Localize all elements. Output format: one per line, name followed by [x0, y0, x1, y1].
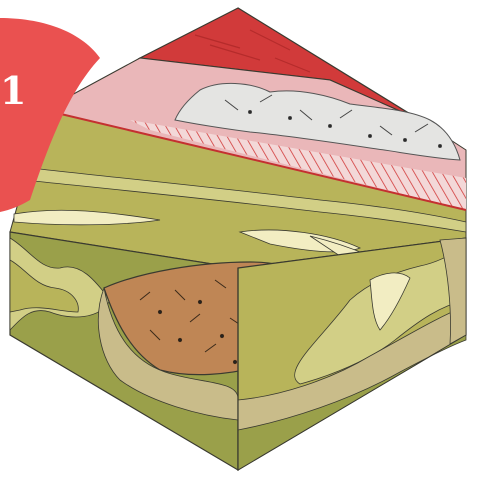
top-face — [9, 7, 467, 281]
right-edge-strip — [439, 237, 467, 345]
step-badge: 1 — [0, 18, 100, 212]
right-front-face — [237, 237, 467, 472]
hatched-contact-zone — [130, 120, 466, 210]
folded-bands — [23, 167, 467, 233]
intrusion-texture — [224, 94, 442, 148]
right-cream-finger — [369, 272, 411, 331]
right-dark-base — [237, 334, 467, 471]
red-streaks — [194, 29, 311, 73]
red-contact-line — [43, 109, 467, 211]
badge-shape — [0, 18, 100, 212]
cream-lens-1 — [13, 209, 161, 226]
badge-number: 1 — [0, 68, 26, 113]
grey-intrusion — [174, 82, 461, 161]
left-inner-fold — [9, 259, 79, 313]
